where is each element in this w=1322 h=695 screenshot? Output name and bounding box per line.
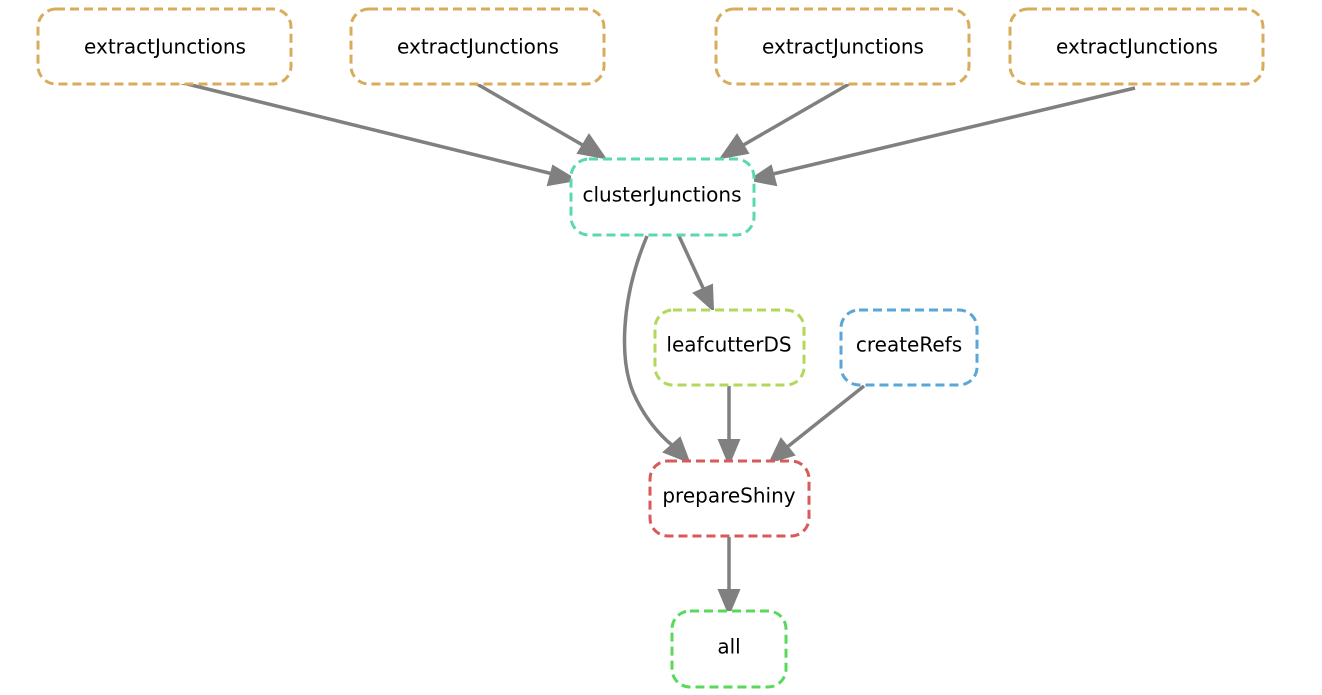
edge-refs-to-shiny xyxy=(768,384,866,464)
node-box xyxy=(839,308,979,387)
node-leafcutter-ds: leafcutterDS xyxy=(653,308,806,387)
node-label: extractJunctions xyxy=(1056,35,1218,59)
edge-extract3-to-cluster xyxy=(718,82,850,160)
node-label: extractJunctions xyxy=(84,35,246,59)
node-label: clusterJunctions xyxy=(583,183,742,207)
node-box xyxy=(670,609,788,689)
node-label: all xyxy=(717,635,740,659)
node-box xyxy=(349,7,606,86)
node-extract-junctions-2: extractJunctions xyxy=(349,7,606,86)
node-box xyxy=(36,7,293,86)
edge-shiny-to-all xyxy=(717,537,741,617)
edges xyxy=(174,79,1136,617)
node-extract-junctions-1: extractJunctions xyxy=(36,7,293,86)
node-box xyxy=(648,459,811,538)
node-cluster-junctions: clusterJunctions xyxy=(569,157,756,237)
nodes: extractJunctions extractJunctions extrac… xyxy=(36,7,1265,689)
node-prepare-shiny: prepareShiny xyxy=(648,459,811,538)
node-all: all xyxy=(670,609,788,689)
node-box xyxy=(569,157,756,237)
edge-extract4-to-cluster xyxy=(747,86,1136,187)
node-label: createRefs xyxy=(856,333,962,357)
edge-leafcutter-to-shiny xyxy=(717,386,741,467)
node-extract-junctions-4: extractJunctions xyxy=(1008,7,1265,86)
node-box xyxy=(653,308,806,387)
node-label: leafcutterDS xyxy=(666,333,791,357)
edge-extract1-to-cluster xyxy=(174,79,579,187)
node-extract-junctions-3: extractJunctions xyxy=(714,7,971,86)
edge-extract2-to-cluster xyxy=(476,82,608,160)
node-label: extractJunctions xyxy=(762,35,924,59)
edge-cluster-to-leafcutter xyxy=(677,235,715,313)
node-label: extractJunctions xyxy=(397,35,559,59)
node-box xyxy=(714,7,971,86)
node-create-refs: createRefs xyxy=(839,308,979,387)
node-label: prepareShiny xyxy=(662,484,795,508)
edge-cluster-to-shiny xyxy=(622,235,691,464)
node-box xyxy=(1008,7,1265,86)
